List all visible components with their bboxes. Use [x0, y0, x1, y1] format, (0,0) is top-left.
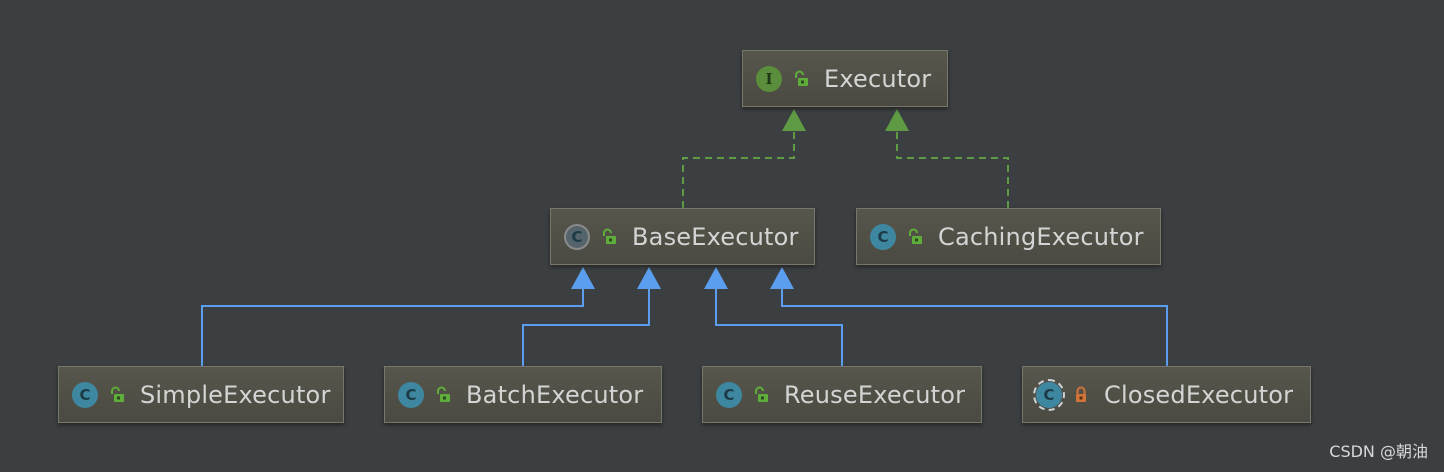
node-executor[interactable]: I Executor: [742, 50, 948, 107]
implements-edges: [682, 130, 1009, 208]
node-closedexecutor[interactable]: C ClosedExecutor: [1022, 366, 1311, 423]
abstract-class-c-circle-icon: C: [564, 223, 590, 250]
node-batchexecutor[interactable]: C BatchExecutor: [384, 366, 662, 423]
node-label: CachingExecutor: [938, 222, 1144, 251]
node-baseexecutor[interactable]: C BaseExecutor: [550, 208, 815, 265]
node-label: ReuseExecutor: [784, 380, 966, 409]
class-c-circle-icon: C: [716, 381, 742, 408]
implements-arrowheads: [782, 109, 909, 131]
edge-reuseexecutor-extends-baseexecutor: [715, 288, 843, 366]
edge-cachingexecutor-implements-executor: [896, 130, 1009, 208]
node-label: BaseExecutor: [632, 222, 799, 251]
node-label: ClosedExecutor: [1104, 380, 1294, 409]
node-reuseexecutor[interactable]: C ReuseExecutor: [702, 366, 982, 423]
watermark: CSDN @朝油: [1329, 442, 1428, 461]
unlocked-padlock-icon: [111, 386, 124, 402]
locked-padlock-icon: [1076, 386, 1086, 402]
arrowhead-simpleexecutor-baseexecutor: [571, 267, 595, 289]
node-cachingexecutor[interactable]: C CachingExecutor: [856, 208, 1161, 265]
unlocked-padlock-icon: [755, 386, 768, 402]
arrowhead-baseexecutor-executor: [782, 109, 806, 131]
node-simpleexecutor[interactable]: C SimpleExecutor: [58, 366, 344, 423]
node-label: Executor: [824, 64, 932, 93]
arrowhead-batchexecutor-baseexecutor: [637, 267, 661, 289]
anonymous-class-c-circle-icon: C: [1033, 378, 1065, 411]
extends-arrowheads: [571, 267, 794, 289]
class-c-circle-icon: C: [72, 381, 98, 408]
arrowhead-reuseexecutor-baseexecutor: [704, 267, 728, 289]
unlocked-padlock-icon: [603, 228, 616, 244]
unlocked-padlock-icon: [795, 70, 808, 86]
edge-simpleexecutor-extends-baseexecutor: [201, 288, 584, 366]
node-label: SimpleExecutor: [140, 380, 331, 409]
extends-edges: [201, 288, 1168, 366]
interface-i-circle-icon: I: [756, 65, 782, 92]
class-c-circle-icon: C: [870, 223, 896, 250]
arrowhead-closedexecutor-baseexecutor: [770, 267, 794, 289]
node-label: BatchExecutor: [466, 380, 644, 409]
edge-batchexecutor-extends-baseexecutor: [522, 288, 650, 366]
unlocked-padlock-icon: [909, 228, 922, 244]
edge-closedexecutor-extends-baseexecutor: [781, 288, 1168, 366]
class-c-circle-icon: C: [398, 381, 424, 408]
edge-baseexecutor-implements-executor: [682, 130, 795, 208]
unlocked-padlock-icon: [437, 386, 450, 402]
arrowhead-cachingexecutor-executor: [885, 109, 909, 131]
